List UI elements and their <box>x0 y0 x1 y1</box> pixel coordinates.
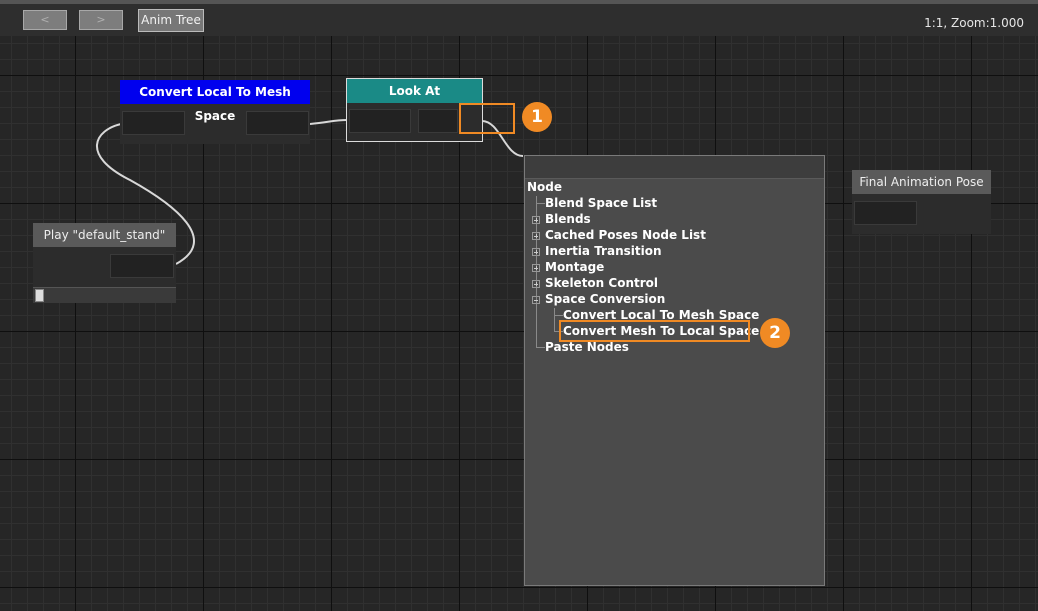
menu-root-node[interactable]: Node <box>527 180 563 194</box>
node-title: Convert Local To Mesh Space <box>120 80 310 123</box>
expand-montage-icon[interactable] <box>532 264 540 272</box>
node-final-animation-pose[interactable]: Final Animation Pose <box>852 170 991 234</box>
output-pin[interactable] <box>246 111 309 135</box>
input-pin[interactable] <box>854 201 917 225</box>
wire-convert-to-lookat <box>309 119 348 125</box>
forward-button[interactable]: > <box>79 10 123 30</box>
menu-item-convert-local-to-mesh[interactable]: Convert Local To Mesh Space <box>563 308 760 322</box>
tree-line <box>536 196 537 348</box>
menu-item-blends[interactable]: Blends <box>545 212 591 226</box>
anim-tree-tab[interactable]: Anim Tree <box>138 9 204 32</box>
output-pin[interactable] <box>110 254 174 278</box>
expand-cached-poses-icon[interactable] <box>532 232 540 240</box>
menu-item-montage[interactable]: Montage <box>545 260 605 274</box>
node-convert-local-to-mesh-space[interactable]: Convert Local To Mesh Space <box>120 80 310 144</box>
tree-line <box>554 315 563 316</box>
toolbar: < > Anim Tree 1:1, Zoom:1.000 <box>0 0 1038 36</box>
menu-item-skeleton-control[interactable]: Skeleton Control <box>545 276 658 290</box>
node-play-default-stand[interactable]: Play "default_stand" <box>33 223 176 303</box>
wire-lookat-to-menu <box>481 120 524 157</box>
input-pin[interactable] <box>349 109 411 133</box>
back-button[interactable]: < <box>23 10 67 30</box>
input-pin[interactable] <box>122 111 185 135</box>
node-title: Final Animation Pose <box>852 170 991 194</box>
tree-line <box>554 331 563 332</box>
menu-item-cached-poses[interactable]: Cached Poses Node List <box>545 228 706 242</box>
collapse-space-conversion-icon[interactable] <box>532 296 540 304</box>
zoom-readout: 1:1, Zoom:1.000 <box>924 16 1024 30</box>
highlight-menu-item <box>559 320 750 342</box>
menu-item-blend-space-list[interactable]: Blend Space List <box>545 196 658 210</box>
callout-badge-1: 1 <box>522 102 552 132</box>
playback-scrubber-handle[interactable] <box>35 289 44 302</box>
node-title: Look At <box>347 79 482 103</box>
tree-line <box>536 347 545 348</box>
node-title: Play "default_stand" <box>33 223 176 247</box>
node-context-menu[interactable]: Node Blend Space List Blends Cached Pose… <box>524 155 825 586</box>
menu-item-space-conversion[interactable]: Space Conversion <box>545 292 666 306</box>
menu-item-inertia-transition[interactable]: Inertia Transition <box>545 244 662 258</box>
tree-line <box>536 203 545 204</box>
highlight-output-pin <box>459 103 515 134</box>
expand-blends-icon[interactable] <box>532 216 540 224</box>
callout-badge-2: 2 <box>760 318 790 348</box>
param-pin[interactable] <box>418 109 458 133</box>
menu-item-paste-nodes[interactable]: Paste Nodes <box>545 340 629 354</box>
menu-item-convert-mesh-to-local[interactable]: Convert Mesh To Local Space <box>563 324 760 338</box>
menu-search-bar[interactable] <box>525 156 824 179</box>
tree-line <box>554 308 555 332</box>
wire-play-to-convert <box>96 123 195 265</box>
expand-inertia-icon[interactable] <box>532 248 540 256</box>
playback-progress-bar[interactable] <box>33 287 176 303</box>
expand-skeleton-control-icon[interactable] <box>532 280 540 288</box>
